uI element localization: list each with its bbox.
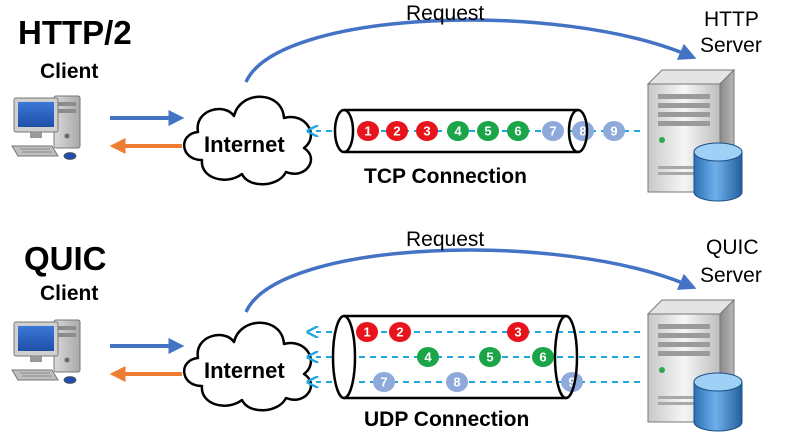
- quic-packet-5: 5: [479, 347, 501, 367]
- http2-section: HTTP/2 Client Request Internet 1 2 3 4 5 6 7 8 9…: [11, 2, 762, 202]
- tcp-packet-9: 9: [603, 121, 625, 141]
- quic-request-label: Request: [406, 228, 484, 251]
- quic-packet-9-marker: [561, 372, 583, 392]
- tcp-packet-8: 8: [572, 121, 594, 141]
- quic-packet-8-label: 8: [453, 375, 460, 390]
- http2-client-label: Client: [40, 60, 98, 83]
- http-server-label-line1: HTTP: [704, 8, 759, 31]
- tcp-packet-2-marker: [386, 121, 408, 141]
- quic-packet-2: 2: [389, 322, 411, 342]
- http2-internet-label: Internet: [204, 132, 285, 157]
- http2-request-label: Request: [406, 2, 484, 25]
- quic-packet-2-marker: [389, 322, 411, 342]
- udp-connection-label: UDP Connection: [364, 408, 529, 431]
- tcp-packet-6-marker: [507, 121, 529, 141]
- tcp-connection-label: TCP Connection: [364, 165, 527, 188]
- quic-server-label-line1: QUIC: [706, 236, 759, 259]
- tcp-packet-9-label: 9: [610, 124, 617, 139]
- tcp-packet-9-marker: [603, 121, 625, 141]
- tcp-packet-8-marker: [572, 121, 594, 141]
- quic-packet-2-label: 2: [396, 325, 403, 340]
- tcp-tube-right-end: [567, 108, 589, 154]
- quic-packet-5-marker: [479, 347, 501, 367]
- quic-packet-4-label: 4: [424, 350, 432, 365]
- quic-client-label: Client: [40, 282, 98, 305]
- http-server-label-line2: Server: [700, 34, 762, 57]
- tcp-packet-4: 4: [447, 121, 469, 141]
- quic-packet-4: 4: [417, 347, 439, 367]
- http2-request-arrow: [244, 18, 697, 83]
- tcp-packet-4-label: 4: [454, 124, 462, 139]
- quic-section: QUIC Client Request Internet 1 2 3 4 5 6 7 8 9 U…: [11, 228, 762, 432]
- udp-tube-body: [344, 314, 566, 400]
- quic-packet-3-label: 3: [514, 325, 521, 340]
- udp-tube-right-end: [553, 314, 579, 400]
- quic-packet-8-marker: [446, 372, 468, 392]
- quic-packet-6: 6: [532, 347, 554, 367]
- tcp-packet-2: 2: [386, 121, 408, 141]
- quic-packet-1-marker: [356, 322, 378, 342]
- quic-packet-9-label: 9: [568, 375, 575, 390]
- quic-internet-label: Internet: [204, 358, 285, 383]
- quic-packet-7-label: 7: [380, 375, 387, 390]
- quic-packets: 1 2 3 4 5 6 7 8 9: [356, 322, 583, 392]
- tcp-packet-5-marker: [477, 121, 499, 141]
- tcp-packet-3-label: 3: [423, 124, 430, 139]
- quic-packet-3: 3: [507, 322, 529, 342]
- tcp-packet-5-label: 5: [484, 124, 491, 139]
- quic-packet-8: 8: [446, 372, 468, 392]
- tcp-packet-6: 6: [507, 121, 529, 141]
- udp-tube-left-end: [331, 314, 357, 400]
- tcp-packet-3-marker: [416, 121, 438, 141]
- http2-client-computer-icon: [11, 95, 81, 160]
- tcp-packets: 1 2 3 4 5 6 7 8 9: [357, 121, 625, 141]
- quic-packet-9: 9: [561, 372, 583, 392]
- quic-protocol-title: QUIC: [24, 240, 107, 277]
- http-server-icon: [647, 69, 743, 202]
- tcp-packet-6-label: 6: [514, 124, 521, 139]
- quic-server-icon: [647, 299, 743, 432]
- quic-client-computer-icon: [11, 319, 81, 384]
- quic-packet-1-label: 1: [363, 325, 370, 340]
- quic-packet-7: 7: [373, 372, 395, 392]
- tcp-packet-1-label: 1: [364, 124, 371, 139]
- quic-packet-5-label: 5: [486, 350, 493, 365]
- quic-packet-6-label: 6: [539, 350, 546, 365]
- http2-protocol-title: HTTP/2: [18, 14, 132, 51]
- tcp-packet-7: 7: [542, 121, 564, 141]
- tcp-tube-left-end: [333, 108, 355, 154]
- tcp-packet-4-marker: [447, 121, 469, 141]
- quic-request-arrow: [244, 248, 697, 313]
- tcp-packet-7-label: 7: [549, 124, 556, 139]
- tcp-packet-1: 1: [357, 121, 379, 141]
- quic-packet-6-marker: [532, 347, 554, 367]
- quic-server-label-line2: Server: [700, 264, 762, 287]
- tcp-packet-3: 3: [416, 121, 438, 141]
- tcp-packet-5: 5: [477, 121, 499, 141]
- tcp-packet-2-label: 2: [393, 124, 400, 139]
- tcp-packet-7-marker: [542, 121, 564, 141]
- tcp-packet-8-label: 8: [579, 124, 586, 139]
- tcp-tube-body: [344, 108, 578, 154]
- quic-packet-3-marker: [507, 322, 529, 342]
- quic-packet-4-marker: [417, 347, 439, 367]
- quic-packet-1: 1: [356, 322, 378, 342]
- quic-packet-7-marker: [373, 372, 395, 392]
- tcp-packet-1-marker: [357, 121, 379, 141]
